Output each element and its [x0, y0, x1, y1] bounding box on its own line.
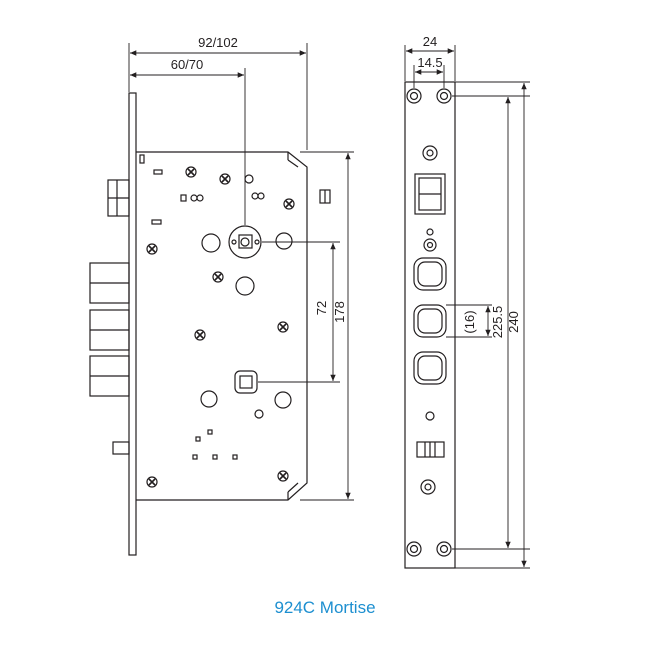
faceplate-screw-bottom-left: [406, 541, 422, 557]
deadbolt-opening-3: [413, 351, 447, 385]
auxiliary-latch: [112, 441, 130, 455]
case-screw-icon: [277, 321, 289, 333]
deadbolt-opening-1: [413, 257, 447, 291]
dim-handle-to-key: 72: [314, 301, 329, 315]
dim-bolt-pitch: (16): [462, 310, 477, 333]
faceplate: [404, 81, 456, 569]
faceplate-edge: [128, 92, 137, 556]
faceplate-dimension-lines: [404, 45, 530, 569]
front-dimension-lines: [128, 43, 354, 501]
case-screw-icon: [277, 470, 289, 482]
case-screw-icon: [146, 243, 158, 255]
front-view: [89, 92, 331, 556]
case-screws: [146, 166, 295, 488]
faceplate-screw-top-right: [436, 88, 452, 104]
faceplate-screw-top-left: [406, 88, 422, 104]
lock-case: [136, 151, 308, 501]
spindle-hub: [228, 225, 262, 259]
faceplate-screw-bottom-right: [436, 541, 452, 557]
case-screw-icon: [194, 329, 206, 341]
deadbolt-opening-2: [413, 304, 447, 338]
dim-faceplate-width: 24: [423, 34, 437, 49]
dim-faceplate-half: 14.5: [417, 55, 442, 70]
case-screw-icon: [219, 173, 231, 185]
dim-faceplate-length: 240: [506, 311, 521, 333]
case-screw-icon: [283, 198, 295, 210]
dim-backset: 60/70: [171, 57, 204, 72]
cylinder-cam: [234, 370, 258, 394]
case-screw-icon: [185, 166, 197, 178]
faceplate-view: [404, 81, 456, 569]
dim-screw-spacing: 225.5: [490, 306, 505, 339]
product-caption: 924C Mortise: [274, 598, 376, 617]
dim-overall-width: 92/102: [198, 35, 238, 50]
latch-opening: [414, 173, 446, 215]
case-screw-icon: [212, 271, 224, 283]
case-screw-icon: [146, 476, 158, 488]
dim-case-height: 178: [332, 301, 347, 323]
